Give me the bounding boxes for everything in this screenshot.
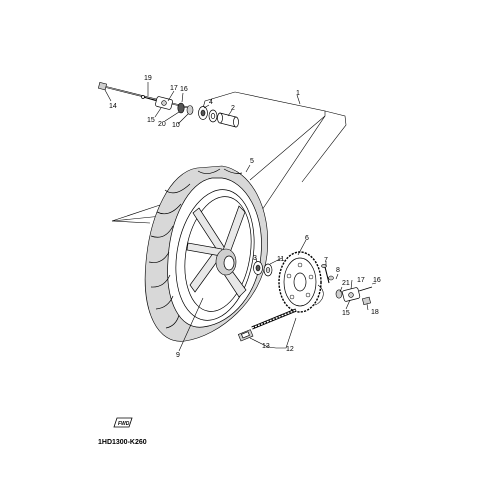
- callout-15-right: 15: [342, 310, 350, 317]
- callout-12: 12: [286, 346, 294, 353]
- fwd-label: FWD: [118, 421, 130, 427]
- callout-9: 9: [176, 352, 180, 359]
- chain-joint[interactable]: [237, 329, 254, 342]
- callout-16-right: 16: [373, 277, 381, 284]
- callout-8: 8: [336, 267, 340, 274]
- callout-7: 7: [324, 257, 328, 264]
- lock-washer[interactable]: [313, 284, 324, 306]
- callout-5: 5: [250, 158, 254, 165]
- callout-13: 13: [262, 343, 270, 350]
- axle-spacer[interactable]: [217, 112, 239, 128]
- callout-21: 21: [342, 280, 350, 287]
- cast-wheel[interactable]: [166, 183, 264, 326]
- callout-17-left: 17: [170, 85, 178, 92]
- callout-labels: 1 2 3 4 5 6 7 8 9 10 11 12 13 14 15 15 1…: [109, 75, 381, 359]
- callout-17-right: 17: [357, 277, 365, 284]
- adjust-bolt-right[interactable]: [358, 286, 373, 292]
- fwd-arrow-icon: FWD: [113, 417, 133, 428]
- driven-sprocket[interactable]: [278, 251, 322, 313]
- collar-right[interactable]: [335, 289, 343, 299]
- chain-adjuster-left[interactable]: [155, 96, 173, 110]
- diagram-reference-code: 1HD1300-K260: [98, 439, 147, 446]
- hub-collar[interactable]: [263, 263, 273, 277]
- cotter-pin[interactable]: [141, 95, 158, 102]
- chain-adjuster-right[interactable]: [342, 287, 361, 302]
- callout-11: 11: [277, 256, 284, 263]
- spacer-ring[interactable]: [208, 109, 218, 123]
- callout-1: 1: [296, 90, 300, 97]
- callout-16-left: 16: [180, 86, 188, 93]
- nut-left[interactable]: [186, 105, 194, 115]
- callout-4: 4: [209, 99, 213, 106]
- callout-6: 6: [305, 235, 309, 242]
- callout-10: 10: [172, 122, 180, 129]
- callout-20: 20: [158, 121, 166, 128]
- callout-18: 18: [371, 309, 379, 316]
- sprocket-bolt[interactable]: [321, 264, 330, 284]
- callout-3: 3: [253, 255, 257, 262]
- axle-nut[interactable]: [361, 296, 371, 306]
- collar-left[interactable]: [177, 102, 185, 114]
- drive-chain[interactable]: [251, 308, 297, 330]
- bearing-left[interactable]: [198, 106, 208, 120]
- bearing-right[interactable]: [253, 261, 263, 275]
- callout-19: 19: [144, 75, 152, 82]
- callout-14: 14: [109, 103, 117, 110]
- callout-2: 2: [231, 105, 235, 112]
- callout-15-left: 15: [147, 117, 155, 124]
- sprocket-nut[interactable]: [328, 275, 334, 281]
- axle-bolt[interactable]: [97, 81, 191, 109]
- leader-lines: [104, 82, 377, 352]
